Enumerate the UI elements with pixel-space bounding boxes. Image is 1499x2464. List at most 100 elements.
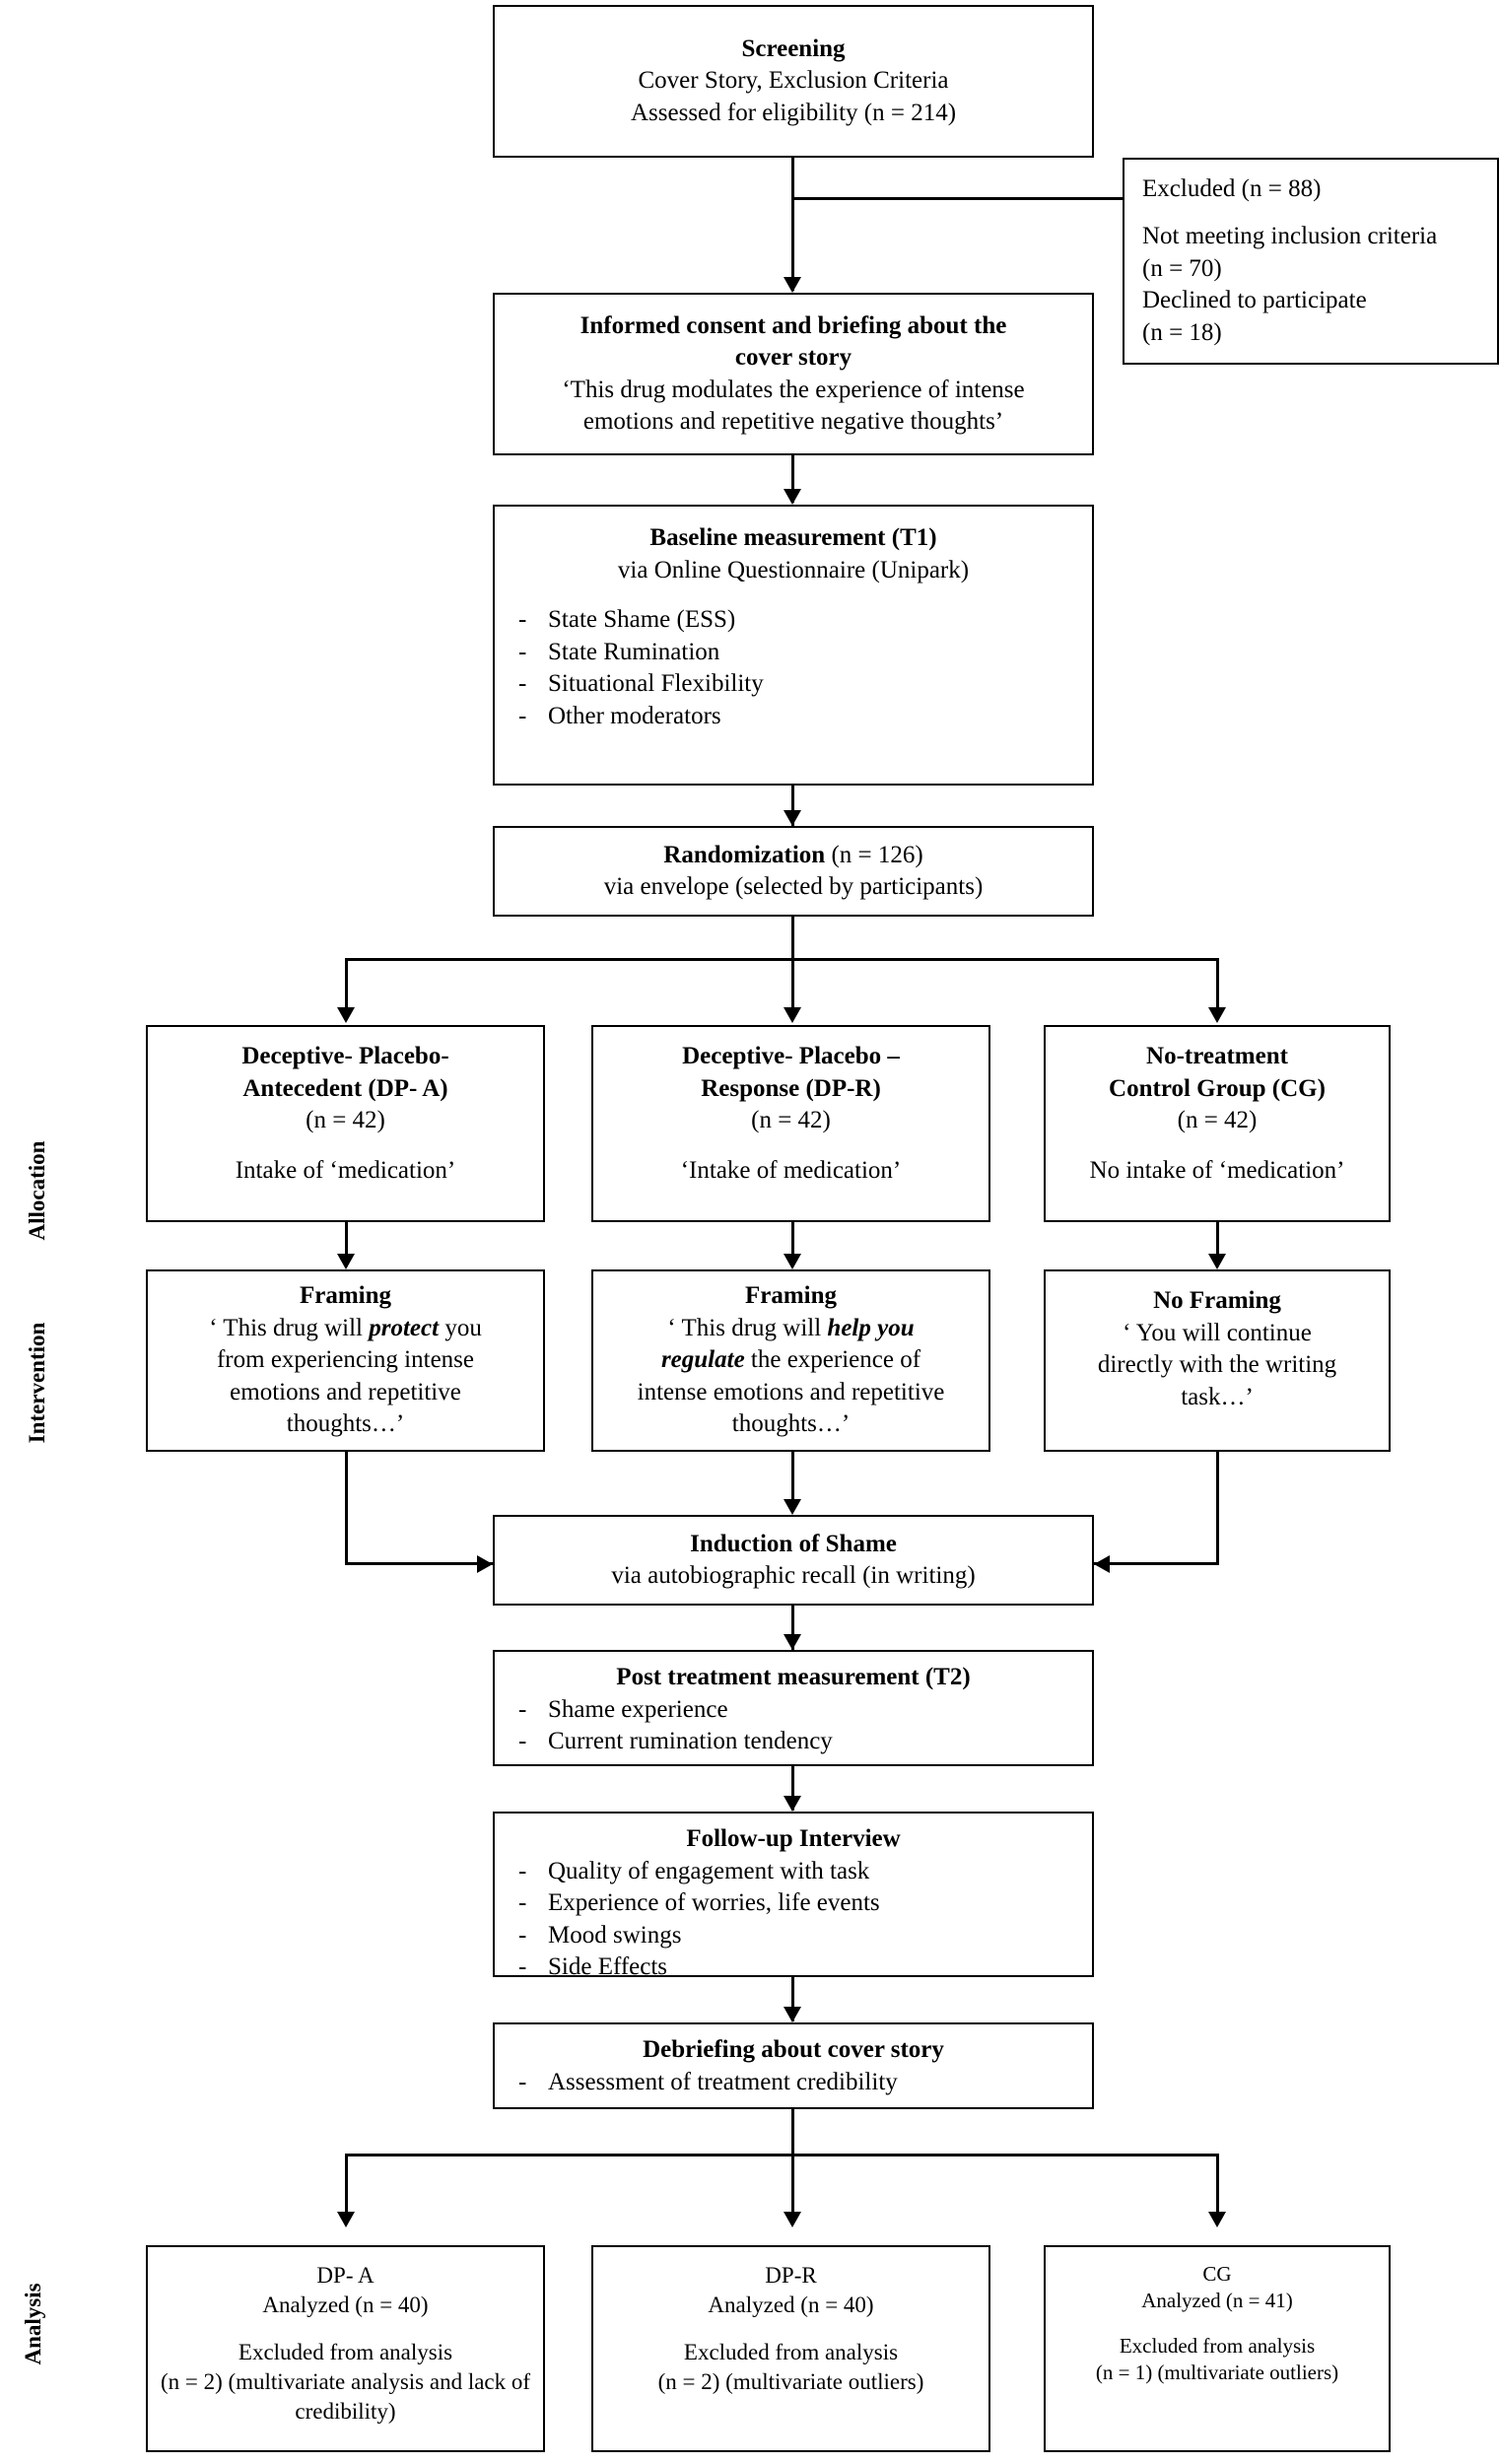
framing-dpr-title: Framing — [744, 1282, 838, 1310]
baseline-subtitle: via Online Questionnaire (Unipark) — [617, 556, 970, 583]
group-dpa-title-line2: Antecedent (DP- A) — [242, 1074, 448, 1102]
framing-dpr-pre: ‘ This drug will — [667, 1314, 828, 1341]
consent-quote-line2: emotions and repetitive negative thought… — [582, 408, 1004, 435]
post-treatment-box: Post treatment measurement (T2) -Shame e… — [493, 1650, 1094, 1766]
framing-dpa-post: you — [439, 1314, 482, 1341]
baseline-item-label: Other moderators — [548, 702, 721, 729]
connector-screening-to-excluded — [791, 197, 1123, 200]
framing-dpa-line1: ‘ This drug will protect you — [158, 1313, 533, 1345]
followup-item-label: Experience of worries, life events — [548, 1889, 880, 1916]
screening-line2: Cover Story, Exclusion Criteria — [638, 67, 949, 95]
connector-branch-analysis-dpa — [345, 2154, 348, 2223]
baseline-item: -State Rumination — [518, 638, 720, 665]
framing-dpr-line1: ‘ This drug will help you — [603, 1313, 979, 1345]
group-dpa-count: (n = 42) — [306, 1107, 385, 1133]
baseline-item: -Other moderators — [518, 702, 721, 729]
debriefing-item: -Assessment of treatment credibility — [518, 2068, 898, 2095]
group-cg-intake: No intake of ‘medication’ — [1089, 1156, 1345, 1184]
analysis-cg-spacer — [1056, 2315, 1379, 2333]
induction-title: Induction of Shame — [690, 1530, 897, 1557]
framing-cg-line4: task…’ — [1181, 1383, 1254, 1410]
followup-box: Follow-up Interview -Quality of engageme… — [493, 1812, 1094, 1980]
debriefing-item-label: Assessment of treatment credibility — [548, 2068, 898, 2095]
arrow-framing-dpr-to-induction — [784, 1499, 801, 1515]
group-dpr-intake: ‘Intake of medication’ — [680, 1156, 902, 1184]
consent-title-line2: cover story — [734, 344, 852, 371]
analysis-cg-excluded-title: Excluded from analysis — [1119, 2333, 1316, 2358]
group-cg-spacer — [1056, 1137, 1379, 1155]
arrow-randomization-to-dpa — [337, 1007, 355, 1023]
framing-box-cg: No Framing ‘ You will continue directly … — [1044, 1269, 1391, 1452]
screening-title: Screening — [741, 34, 846, 62]
framing-dpr-emphasis-2: regulate — [660, 1346, 745, 1374]
framing-cg-line3: directly with the writing — [1097, 1351, 1337, 1378]
group-box-dpr: Deceptive- Placebo – Response (DP-R) (n … — [591, 1025, 990, 1222]
baseline-title: Baseline measurement (T1) — [649, 524, 937, 551]
connector-post-to-followup — [791, 1766, 794, 1811]
baseline-item-label: Situational Flexibility — [548, 670, 764, 697]
analysis-dpa-analyzed: Analyzed (n = 40) — [262, 2292, 429, 2317]
baseline-item: -State Shame (ESS) — [518, 606, 736, 633]
connector-followup-to-debriefing — [791, 1977, 794, 2021]
group-cg-title-line1: No-treatment — [1146, 1043, 1288, 1069]
connector-baseline-to-randomization — [791, 786, 794, 827]
baseline-spacer — [505, 586, 1082, 604]
analysis-box-dpr: DP-R Analyzed (n = 40) Excluded from ana… — [591, 2245, 990, 2452]
connector-induction-to-post — [791, 1606, 794, 1650]
analysis-dpa-group: DP- A — [316, 2263, 375, 2288]
connector-framing-dpr-down — [791, 1452, 794, 1511]
arrow-dpa-to-framing — [337, 1254, 355, 1269]
arrow-randomization-to-cg — [1208, 1007, 1226, 1023]
stage-label-analysis: Analysis — [21, 2283, 45, 2365]
group-dpr-spacer — [603, 1137, 979, 1155]
framing-dpr-line2: regulate the experience of — [603, 1344, 979, 1377]
screening-line3: Assessed for eligibility (n = 214) — [630, 99, 957, 126]
followup-title: Follow-up Interview — [686, 1825, 901, 1852]
arrow-followup-to-debriefing — [784, 2007, 801, 2022]
group-dpa-title-line1: Deceptive- Placebo- — [241, 1043, 449, 1069]
excluded-reason-1-count: (n = 70) — [1142, 254, 1222, 282]
framing-dpr-emphasis-1: help you — [827, 1314, 915, 1341]
connector-branch-dpa — [345, 958, 348, 1015]
arrow-to-analysis-dpr — [784, 2212, 801, 2227]
arrow-framing-dpa-to-induction — [477, 1555, 493, 1573]
arrow-dpr-to-framing — [784, 1254, 801, 1269]
framing-dpa-pre: ‘ This drug will — [209, 1314, 370, 1341]
connector-framing-cg-down — [1216, 1452, 1219, 1565]
framing-box-dpa: Framing ‘ This drug will protect you fro… — [146, 1269, 545, 1452]
connector-branch-analysis-cg — [1216, 2154, 1219, 2223]
excluded-reason-1: Not meeting inclusion criteria — [1142, 223, 1438, 249]
analysis-dpa-excluded-line2: credibility) — [295, 2398, 396, 2424]
analysis-cg-group: CG — [1202, 2262, 1232, 2286]
connector-screening-trunk — [791, 158, 794, 291]
excluded-reason-2: Declined to participate — [1142, 287, 1367, 313]
connector-consent-to-baseline — [791, 455, 794, 503]
excluded-title: Excluded (n = 88) — [1142, 175, 1322, 202]
induction-subtitle: via autobiographic recall (in writing) — [611, 1562, 976, 1589]
screening-box: Screening Cover Story, Exclusion Criteri… — [493, 5, 1094, 158]
connector-dpa-to-framing — [345, 1222, 348, 1266]
group-dpr-count: (n = 42) — [751, 1107, 831, 1133]
connector-debriefing-trunk — [791, 2109, 794, 2156]
analysis-dpr-group: DP-R — [765, 2263, 817, 2288]
analysis-dpa-excluded-line1: (n = 2) (multivariate analysis and lack … — [160, 2368, 531, 2394]
arrow-to-analysis-cg — [1208, 2212, 1226, 2227]
arrow-to-analysis-dpa — [337, 2212, 355, 2227]
analysis-dpa-spacer — [158, 2320, 533, 2338]
analysis-box-cg: CG Analyzed (n = 41) Excluded from analy… — [1044, 2245, 1391, 2452]
followup-item-list: -Quality of engagement with task -Experi… — [505, 1856, 1082, 1984]
connector-randomization-split — [345, 958, 1219, 961]
analysis-box-dpa: DP- A Analyzed (n = 40) Excluded from an… — [146, 2245, 545, 2452]
post-treatment-item-list: -Shame experience -Current rumination te… — [505, 1694, 1082, 1758]
group-box-dpa: Deceptive- Placebo- Antecedent (DP- A) (… — [146, 1025, 545, 1222]
group-dpr-title-line1: Deceptive- Placebo – — [682, 1043, 900, 1069]
arrow-screening-to-consent — [784, 277, 801, 293]
debriefing-item-list: -Assessment of treatment credibility — [505, 2067, 1082, 2099]
informed-consent-box: Informed consent and briefing about the … — [493, 293, 1094, 455]
connector-analysis-split — [345, 2154, 1219, 2156]
arrow-post-to-followup — [784, 1796, 801, 1812]
framing-dpr-post: the experience of — [744, 1346, 921, 1374]
framing-cg-line2: ‘ You will continue — [1123, 1319, 1312, 1346]
framing-cg-title: No Framing — [1153, 1287, 1281, 1314]
